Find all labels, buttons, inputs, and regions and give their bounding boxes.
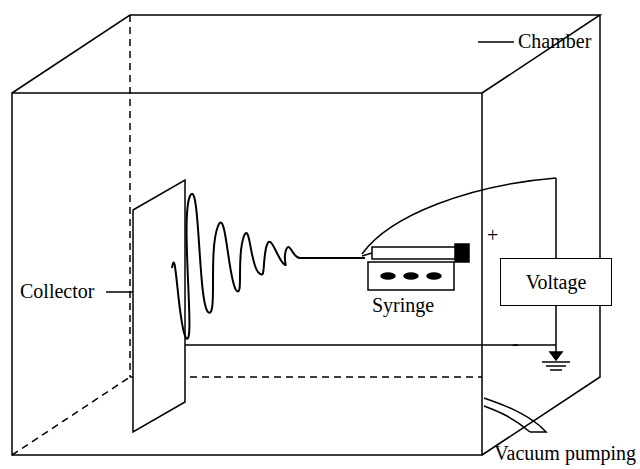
collector-label: Collector: [20, 280, 94, 302]
hidden-edges: [12, 15, 482, 455]
node-text: Voltage: [526, 271, 587, 293]
voltage-box: Voltage: [500, 258, 612, 306]
chamber-label: Chamber: [518, 30, 591, 52]
chamber-box: [12, 15, 600, 455]
vacuum-tube: [484, 398, 546, 432]
fiber-jet: [172, 194, 365, 339]
polarity-label: +: [487, 224, 498, 246]
syringe-symbol: [362, 244, 469, 290]
leader-line: [478, 41, 514, 43]
vacuum-label: Vacuum pumping: [494, 442, 636, 464]
polarity-label: -: [512, 332, 519, 354]
collector-plate: [133, 180, 185, 432]
syringe-label: Syringe: [372, 294, 434, 316]
leader-line: [106, 291, 133, 293]
ground-symbol: [542, 352, 570, 370]
